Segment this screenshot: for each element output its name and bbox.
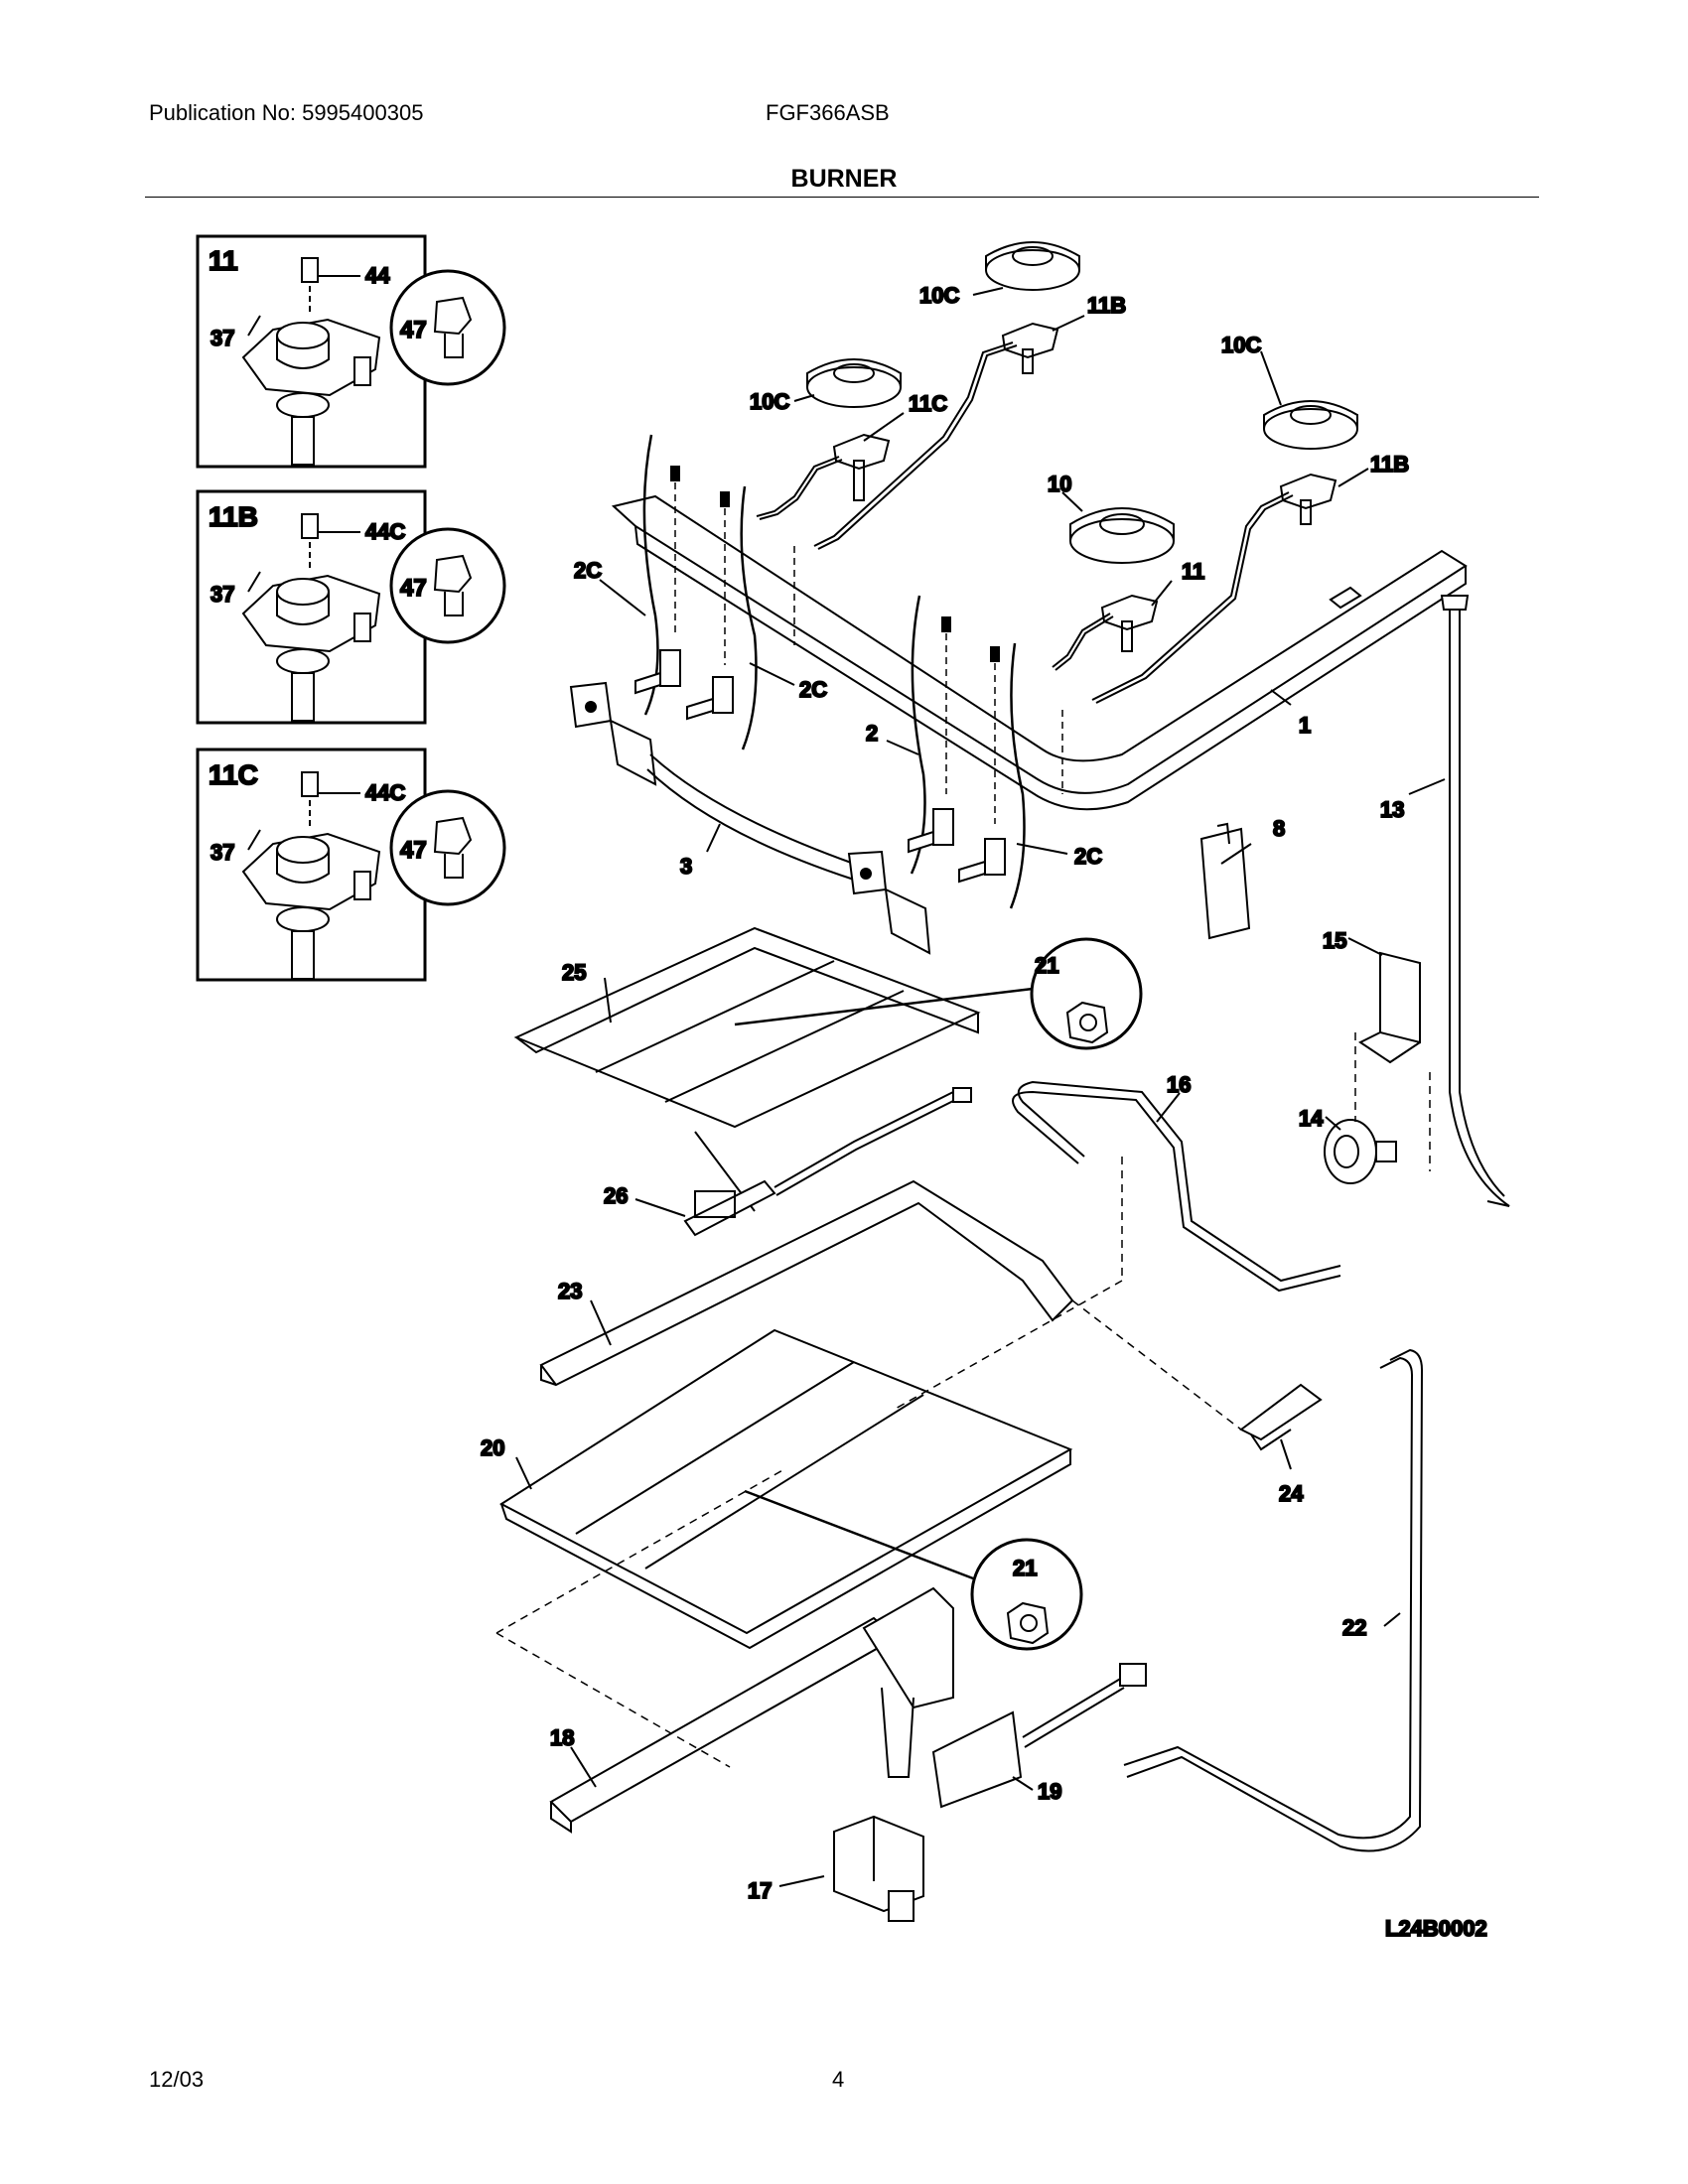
- model-number: FGF366ASB: [766, 100, 890, 125]
- callout-21: 21: [1013, 1556, 1037, 1580]
- callout-10C: 10C: [919, 283, 959, 308]
- callout-19: 19: [1038, 1779, 1061, 1804]
- callout-11C: 11C: [909, 391, 947, 416]
- mounting-screw-icon: [670, 466, 1000, 662]
- callout-labels: 10C 11B 10C 11C 10C 11B 10 11 2C 2C 2 2C…: [480, 282, 1410, 1904]
- burner-valve-head-icon: [241, 513, 381, 722]
- heat-deflector-lower: [499, 1328, 1073, 1650]
- igniter-26-icon: [683, 1087, 972, 1237]
- callout-15: 15: [1323, 928, 1346, 953]
- callout-22: 22: [1342, 1615, 1366, 1640]
- orifice-detail-circle: [389, 269, 506, 386]
- alignment-line: [495, 1032, 1431, 1768]
- callout-13: 13: [1380, 797, 1404, 822]
- inset-11: 11 44 37 47: [196, 234, 506, 469]
- broiler-burner: [549, 1586, 954, 1834]
- callout-24: 24: [1279, 1481, 1304, 1506]
- heat-deflector-upper: [513, 926, 981, 1212]
- callout-26: 26: [604, 1183, 628, 1208]
- callout-3: 3: [680, 854, 692, 879]
- callout-14: 14: [1299, 1106, 1324, 1131]
- regulator-bracket-icon: [1358, 951, 1421, 1064]
- publication-date: 12/03: [149, 2067, 205, 2092]
- nut-detail-lower: [744, 1489, 1083, 1651]
- callout-2C: 2C: [574, 558, 602, 583]
- orifice-icon: [433, 816, 473, 879]
- inset-11C: 11C 44C 37 47: [196, 748, 506, 982]
- callout-10: 10: [1048, 472, 1071, 496]
- inset-label: 44: [365, 263, 390, 288]
- burner-head-icon: [1001, 322, 1059, 374]
- manifold-rail: [611, 494, 1468, 811]
- burner-head-icon: [832, 433, 891, 501]
- pressure-regulator-icon: [1324, 1119, 1397, 1184]
- burner-cap-icon: [1263, 400, 1358, 450]
- inset-label: 44C: [365, 780, 405, 805]
- callout-16: 16: [1167, 1072, 1191, 1097]
- callout-25: 25: [562, 960, 586, 985]
- inset-label: 47: [400, 575, 427, 602]
- callout-11B: 11B: [1370, 452, 1409, 477]
- nut-icon: [1065, 1001, 1109, 1044]
- callout-10C: 10C: [750, 389, 789, 414]
- callout-2C: 2C: [1074, 844, 1102, 869]
- inset-title: 11B: [209, 501, 258, 532]
- alignment-line: [674, 482, 1063, 824]
- burner-cap-icon: [806, 358, 902, 408]
- inset-title: 11C: [209, 759, 258, 790]
- callout-18: 18: [550, 1725, 574, 1750]
- header-rule: [145, 197, 1539, 198]
- publication-number: Publication No: 5995400305: [149, 100, 424, 125]
- callout-1: 1: [1299, 713, 1311, 738]
- igniter-19-icon: [931, 1663, 1147, 1809]
- burner-cap-icon: [985, 241, 1080, 291]
- inset-11B: 11B 44C 37 47: [196, 489, 506, 725]
- orifice-detail-circle: [389, 527, 506, 644]
- burner-valve-head-icon: [241, 771, 381, 980]
- front-bracket: [569, 681, 931, 955]
- nut-icon: [1006, 1601, 1050, 1645]
- callout-23: 23: [558, 1279, 582, 1303]
- gas-line-13: [1440, 595, 1510, 1207]
- callout-leaders: [515, 287, 1446, 1887]
- wire-clip-icon: [642, 434, 1026, 909]
- orifice-icon: [433, 554, 473, 616]
- inset-label: 37: [211, 326, 234, 350]
- spark-module-icon: [1199, 822, 1251, 940]
- inset-label: 47: [400, 837, 427, 864]
- gas-line-22: [1123, 1348, 1424, 1852]
- drawing-id: L24B0002: [1385, 1916, 1487, 1941]
- callout-10C: 10C: [1221, 333, 1261, 357]
- page-number: 4: [832, 2067, 845, 2092]
- callout-11: 11: [1182, 559, 1204, 584]
- callout-11B: 11B: [1087, 293, 1126, 318]
- burner-valve-head-icon: [241, 257, 381, 466]
- page-title: BURNER: [790, 165, 898, 193]
- callout-2C: 2C: [799, 677, 827, 702]
- broiler-valve-icon: [833, 1815, 924, 1922]
- orifice-detail-circle: [389, 789, 506, 906]
- burner-head-icon: [1100, 594, 1159, 652]
- inset-label: 47: [400, 317, 427, 343]
- callout-8: 8: [1273, 816, 1285, 841]
- gas-tube-icon: [756, 341, 1294, 704]
- inset-label: 44C: [365, 519, 405, 544]
- burner-tube-upper: [539, 1179, 1074, 1387]
- elbow-fitting-icon: [1239, 1383, 1323, 1451]
- orifice-icon: [433, 296, 473, 358]
- gas-line-16: [1012, 1080, 1341, 1293]
- inset-label: 37: [211, 840, 234, 865]
- burner-head-icon: [1279, 473, 1337, 525]
- inset-title: 11: [209, 245, 238, 276]
- burner-cap-icon: [1069, 507, 1175, 564]
- inset-label: 37: [211, 582, 234, 607]
- callout-20: 20: [481, 1435, 504, 1460]
- nut-detail-upper: [734, 937, 1143, 1050]
- gas-valve-icon: [634, 649, 1006, 884]
- callout-2: 2: [866, 721, 878, 746]
- callout-17: 17: [748, 1878, 772, 1903]
- callout-21: 21: [1035, 953, 1058, 978]
